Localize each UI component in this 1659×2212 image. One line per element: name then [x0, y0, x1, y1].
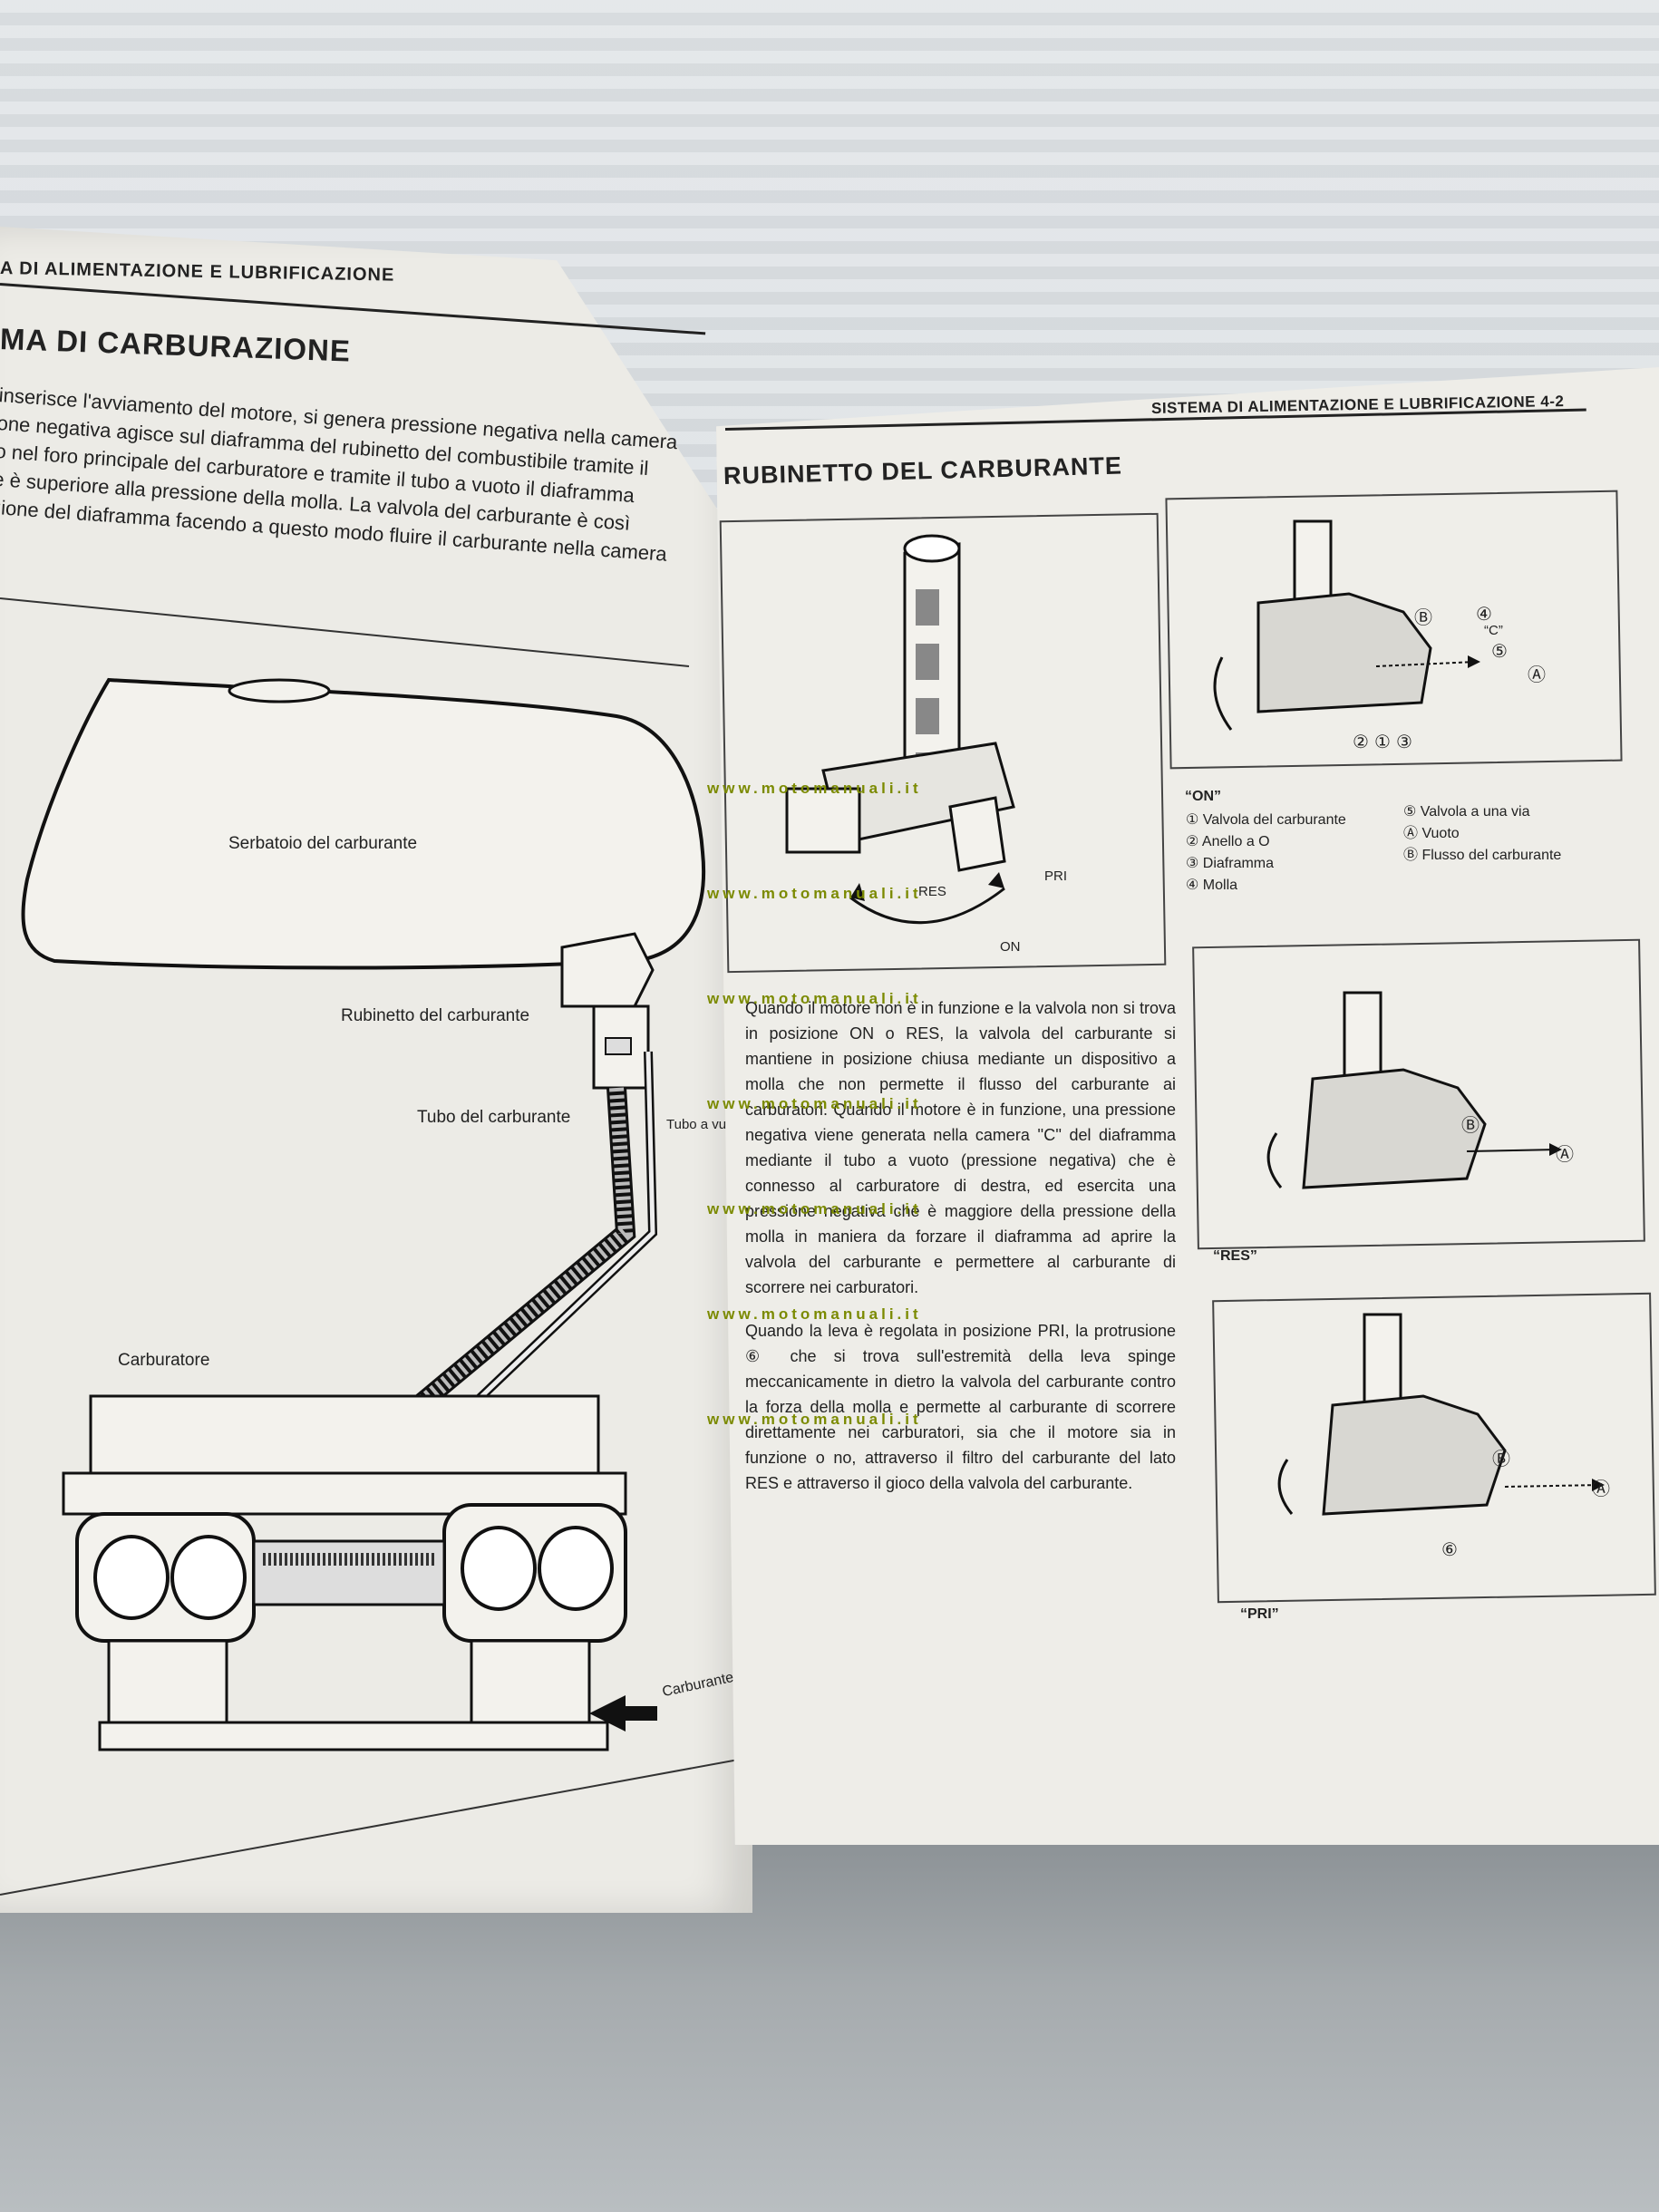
- fuel-tap-drawing: [785, 534, 1015, 925]
- chamber-c-label: “C”: [1484, 623, 1503, 638]
- tap-on-label: ON: [1000, 939, 1021, 955]
- pri-marker-6: ⑥: [1441, 1540, 1458, 1560]
- watermark: www.motomanuali.it: [707, 885, 922, 902]
- fuel-tube-label: Tubo del carburante: [417, 1108, 571, 1127]
- legend-item: Ⓐ Vuoto: [1403, 826, 1460, 841]
- watermark: www.motomanuali.it: [707, 1200, 922, 1218]
- legend-right: ⑤ Valvola a una via Ⓐ Vuoto Ⓑ Flusso del…: [1403, 801, 1561, 867]
- pri-valve-drawing: [1277, 1313, 1605, 1516]
- watermark: www.motomanuali.it: [707, 990, 922, 1007]
- legend-item: Ⓑ Flusso del carburante: [1403, 848, 1562, 863]
- tap-pri-label: PRI: [1044, 868, 1068, 884]
- legend-item: ④ Molla: [1186, 878, 1238, 893]
- pri-marker-a: Ⓐ: [1592, 1480, 1610, 1499]
- watermark: www.motomanuali.it: [707, 1305, 922, 1323]
- legend-item: ② Anello a O: [1186, 834, 1270, 849]
- res-caption: “RES”: [1213, 1248, 1257, 1264]
- carburetor-label: Carburatore: [118, 1351, 210, 1370]
- right-body-text: Quando il motore non è in funzione e la …: [745, 995, 1176, 1514]
- marker-a: Ⓐ: [1528, 665, 1546, 685]
- marker-5: ⑤: [1491, 642, 1508, 662]
- pri-caption: “PRI”: [1240, 1606, 1279, 1622]
- res-valve-drawing: [1266, 991, 1562, 1189]
- marker-b: Ⓑ: [1414, 608, 1432, 628]
- watermark: www.motomanuali.it: [707, 1411, 922, 1428]
- marker-2: ②: [1353, 732, 1369, 752]
- marker-4: ④: [1476, 605, 1492, 625]
- on-caption: “ON”: [1185, 789, 1221, 804]
- tap-res-label: RES: [918, 884, 946, 899]
- legend-left: ① Valvola del carburante ② Anello a O ③ …: [1186, 810, 1346, 897]
- legend-item: ③ Diaframma: [1186, 856, 1275, 871]
- res-marker-b: Ⓑ: [1461, 1116, 1480, 1136]
- res-marker-a: Ⓐ: [1556, 1145, 1574, 1165]
- tank-label: Serbatoio del carburante: [228, 834, 418, 853]
- marker-3: ③: [1396, 732, 1412, 752]
- body-paragraph: Quando il motore non è in funzione e la …: [745, 999, 1176, 1296]
- legend-item: ① Valvola del carburante: [1186, 812, 1346, 828]
- watermark: www.motomanuali.it: [707, 1095, 922, 1112]
- on-valve-drawing: [1213, 519, 1480, 731]
- fuel-system-diagram: [0, 597, 744, 1896]
- body-paragraph: Quando la leva è regolata in posizione P…: [745, 1322, 1176, 1492]
- marker-1: ①: [1374, 732, 1391, 752]
- tap-label: Rubinetto del carburante: [341, 1006, 530, 1025]
- legend-item: ⑤ Valvola a una via: [1403, 804, 1530, 820]
- watermark: www.motomanuali.it: [707, 780, 922, 797]
- pri-marker-b: Ⓑ: [1492, 1450, 1510, 1470]
